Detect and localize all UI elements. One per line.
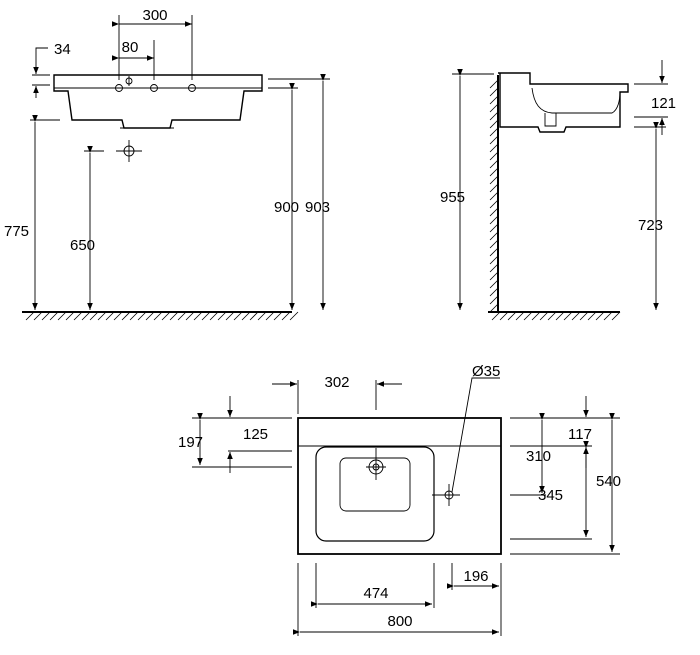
dim-302: 302 (324, 374, 349, 391)
top-tap-hole-symbol (432, 484, 460, 506)
top-outer-outline (297, 417, 502, 555)
side-floor-hatch (491, 311, 621, 321)
dim-80: 80 (122, 39, 139, 56)
dim-900: 900 (274, 199, 299, 216)
top-bowl-inner (339, 457, 411, 512)
dim-125: 125 (243, 426, 268, 443)
dim-955: 955 (440, 189, 465, 206)
dim-121: 121 (651, 95, 676, 112)
dim-300: 300 (142, 7, 167, 24)
top-drain-symbol (366, 448, 386, 480)
front-basin-outline (53, 74, 263, 129)
dim-196: 196 (463, 568, 488, 585)
side-wall-hatch (489, 79, 499, 313)
dim-d35: Ø35 (472, 363, 500, 380)
dim-34: 34 (54, 41, 71, 58)
dim-474: 474 (363, 585, 388, 602)
front-view: 300 80 34 775 650 900 903 (4, 7, 330, 321)
side-basin-outline (498, 72, 629, 133)
dim-197: 197 (178, 434, 203, 451)
side-drain (544, 113, 557, 127)
front-floor-hatch (25, 311, 299, 321)
dim-540: 540 (596, 473, 621, 490)
dim-650: 650 (70, 237, 95, 254)
tap-hole-leader (451, 377, 500, 493)
dim-723: 723 (638, 217, 663, 234)
dim-800: 800 (387, 613, 412, 630)
side-bowl-curve (531, 87, 621, 114)
side-view: 955 121 723 (440, 60, 676, 321)
top-bowl-outline (315, 446, 435, 542)
front-drain-symbol (116, 140, 142, 162)
dim-903: 903 (305, 199, 330, 216)
front-tap-holes (113, 76, 198, 92)
dim-117: 117 (568, 426, 592, 443)
dim-310: 310 (526, 448, 551, 465)
top-view: 302 Ø35 197 125 117 310 345 540 (178, 363, 621, 636)
dim-345: 345 (538, 487, 563, 504)
dim-775: 775 (4, 223, 29, 240)
